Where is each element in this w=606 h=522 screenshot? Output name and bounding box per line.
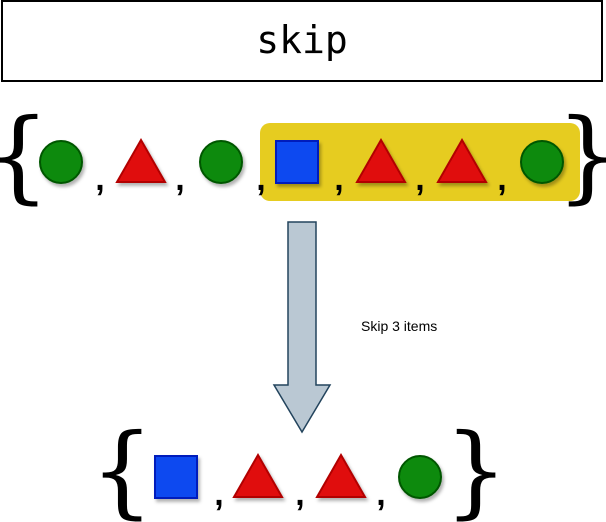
title-box: skip xyxy=(1,0,603,82)
source-close-brace: } xyxy=(556,97,606,214)
circle-icon xyxy=(199,140,243,184)
title: skip xyxy=(256,18,348,62)
skip-highlight xyxy=(260,123,580,201)
result-open-brace: { xyxy=(90,412,154,522)
separator-comma: , xyxy=(256,160,265,198)
circle-icon xyxy=(398,455,442,499)
down-arrow-icon xyxy=(272,221,332,434)
separator-comma: , xyxy=(334,160,343,198)
circle-icon xyxy=(39,140,83,184)
separator-comma: , xyxy=(415,160,424,198)
triangle-icon xyxy=(436,137,488,183)
skip-label: Skip 3 items xyxy=(361,318,437,334)
result-close-brace: } xyxy=(444,412,508,522)
triangle-icon xyxy=(355,137,407,183)
triangle-icon xyxy=(315,452,367,498)
result-sequence: { } ,,, xyxy=(90,412,508,522)
separator-comma: , xyxy=(295,475,304,513)
separator-comma: , xyxy=(175,160,184,198)
circle-icon xyxy=(520,140,564,184)
title-frame xyxy=(1,0,603,82)
triangle-icon xyxy=(232,452,284,498)
square-icon xyxy=(154,455,198,499)
source-sequence: { } ,,,,,, xyxy=(0,97,606,214)
separator-comma: , xyxy=(214,475,223,513)
separator-comma: , xyxy=(376,475,385,513)
separator-comma: , xyxy=(497,160,506,198)
separator-comma: , xyxy=(95,160,104,198)
skip-arrow: Skip 3 items xyxy=(272,221,437,434)
square-icon xyxy=(275,140,319,184)
triangle-icon xyxy=(115,137,167,183)
